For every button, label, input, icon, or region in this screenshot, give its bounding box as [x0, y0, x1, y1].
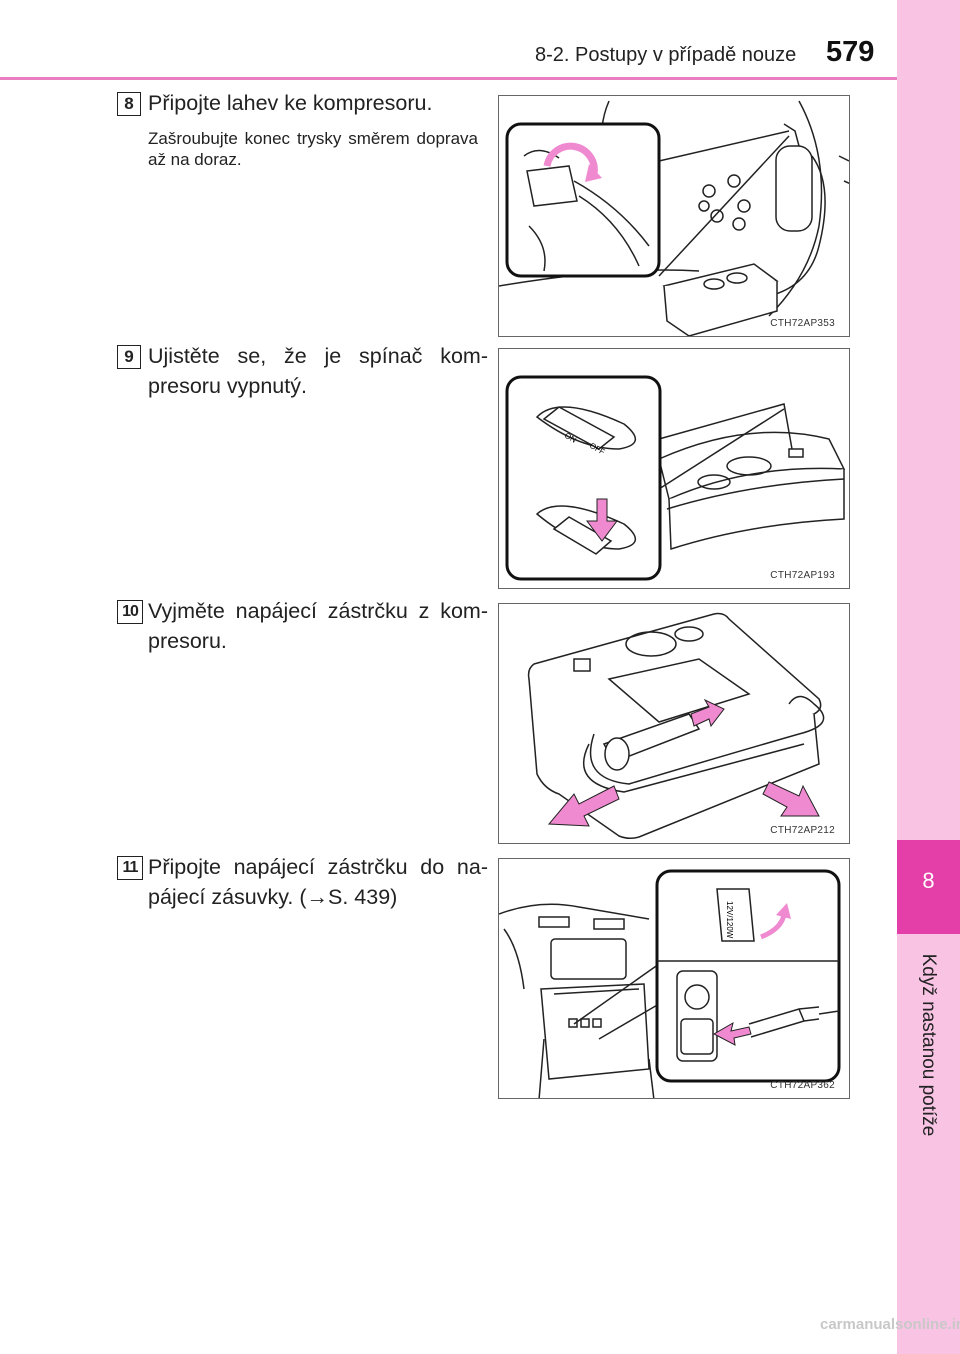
chapter-number: 8 [922, 868, 935, 893]
side-tab-upper [897, 0, 960, 838]
illustration-power-outlet: 12V/120W [499, 869, 841, 1098]
figure-power-socket: 12V/120W CTH72AP362 [498, 858, 850, 1099]
page-number: 579 [826, 36, 875, 68]
step-number-10: 10 [117, 600, 143, 624]
step-9-text: Ujistěte se, že je spínač kom-presoru vy… [148, 344, 488, 398]
chapter-title: Když nastanou potíže [918, 953, 939, 1137]
step-number-9: 9 [117, 345, 141, 369]
figure-code: CTH72AP362 [770, 1080, 835, 1091]
illustration-bottle-compressor [499, 100, 849, 336]
step-10-text: Vyjměte napájecí zástrčku z kom-presoru. [148, 599, 488, 653]
step-11-text: Připojte napájecí zástrčku do na-pájecí … [148, 855, 488, 909]
figure-switch-off: ON OFF CTH72AP193 [498, 348, 850, 589]
illustration-compressor-switch: ON OFF [505, 375, 846, 581]
section-title: 8-2. Postupy v případě nouze [535, 44, 797, 66]
step-8-note: Zašroubujte konec trysky směrem doprava … [148, 129, 478, 169]
figure-code: CTH72AP212 [770, 825, 835, 836]
figure-connect-bottle: CTH72AP353 [498, 95, 850, 337]
header-rule [0, 77, 897, 80]
step-8-text: Připojte lahev ke kompresoru. [148, 91, 433, 115]
figure-code: CTH72AP193 [770, 570, 835, 581]
chapter-tab[interactable] [897, 840, 960, 934]
illustration-power-plug [527, 612, 825, 840]
figure-remove-plug: CTH72AP212 [498, 603, 850, 844]
step-number-8: 8 [117, 92, 141, 116]
watermark[interactable]: carmanualsonline.info [820, 1316, 960, 1333]
step-number-11: 11 [117, 856, 143, 880]
socket-cap-label: 12V/120W [725, 901, 734, 939]
figure-code: CTH72AP353 [770, 318, 835, 329]
